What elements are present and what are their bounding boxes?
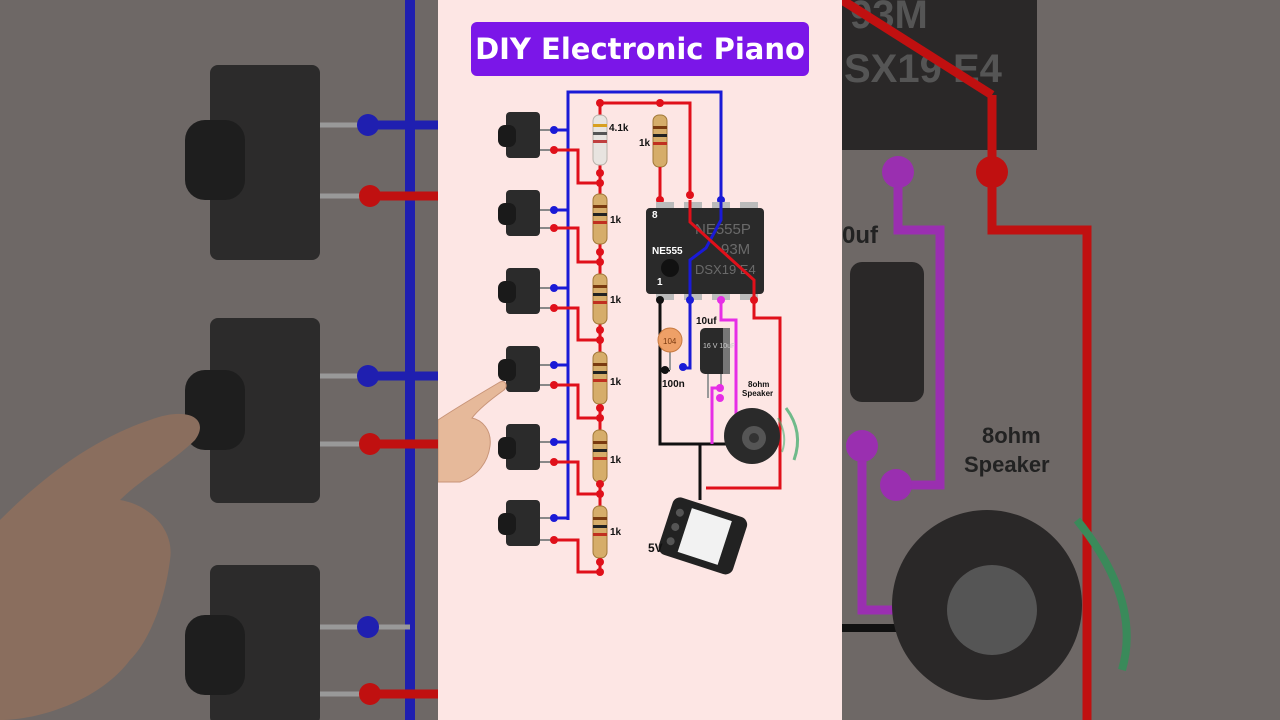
- wire-red-top-loop: [600, 101, 692, 195]
- ic-marking-line3: DSX19 E4: [695, 262, 756, 277]
- speaker: [724, 407, 800, 464]
- pushbutton-1[interactable]: [498, 112, 558, 158]
- bg-button-3: [185, 565, 438, 720]
- dot-red-ladder-9: [596, 480, 604, 488]
- bg-capacitor-label: 0uf: [842, 222, 879, 249]
- label-resistor-1k-top: 1k: [639, 138, 651, 149]
- label-resistor-1k-3: 1k: [610, 377, 622, 388]
- wire-black-gnd: [658, 300, 742, 446]
- dot-red-ladder-5: [596, 326, 604, 334]
- wire-red-ic-cross: [688, 200, 756, 300]
- bg-speaker-label-1: 8ohm: [982, 423, 1041, 448]
- resistor-1k-4: [592, 429, 608, 483]
- wire-red-button-6: [553, 538, 600, 574]
- pushbutton-2[interactable]: [498, 190, 558, 236]
- bg-capacitor-body: [850, 262, 924, 402]
- label-resistor-1k-5: 1k: [610, 527, 622, 538]
- resistor-4k1: [592, 114, 608, 166]
- wire-red-button-2: [553, 226, 600, 264]
- wire-magenta-out: [719, 300, 738, 440]
- bg-button-2: [185, 318, 438, 503]
- dot-red-ladder-12: [596, 568, 604, 576]
- pushbutton-3[interactable]: [498, 268, 558, 314]
- resistor-1k-1: [592, 193, 608, 245]
- dot-red-ladder-8: [596, 414, 604, 422]
- dot-red-ladder-1: [596, 169, 604, 177]
- bg-purple-dot-3: [880, 469, 912, 501]
- resistor-1k-3: [592, 351, 608, 405]
- speaker-label-line1: 8ohm: [748, 380, 769, 389]
- dot-red-top-mid: [656, 99, 664, 107]
- battery-label: 5V: [648, 541, 663, 555]
- electrolytic-cap-label: 10uf: [696, 316, 717, 327]
- circuit-diagram: 4.1k 1k 1k 1k 1k 1k 1k NE555P 93M DSX19 …: [438, 90, 800, 576]
- pushbutton-5[interactable]: [498, 424, 558, 470]
- dot-blue-cap: [679, 363, 687, 371]
- bg-hand: [0, 413, 200, 720]
- dot-red-ladder-2: [596, 179, 604, 187]
- pushbutton-6[interactable]: [498, 500, 558, 546]
- label-resistor-1k-4: 1k: [610, 455, 622, 466]
- wire-red-button-3: [553, 306, 600, 342]
- ceramic-cap-label: 100n: [662, 379, 685, 390]
- dot-red-ladder-11: [596, 558, 604, 566]
- background-left-zoom: [0, 0, 438, 720]
- bg-red-wire-diag: [842, 0, 995, 99]
- wire-red-button-1: [553, 148, 600, 185]
- dot-red-ladder-10: [596, 490, 604, 498]
- wire-blue-ic-cross: [688, 200, 723, 300]
- bg-purple-dot-2: [846, 430, 878, 462]
- bg-button-1: [185, 65, 438, 260]
- bg-red-dot: [976, 156, 1008, 188]
- bg-purple-dot: [882, 156, 914, 188]
- electrolytic-cap-marking: 16 V 10uF: [703, 343, 735, 350]
- resistor-1k-top: [652, 114, 668, 168]
- ic-pin1-label: 1: [657, 277, 663, 288]
- wire-magenta-speaker: [710, 386, 720, 444]
- bg-purple-wire-2: [857, 440, 902, 615]
- wire-red-button-4: [553, 383, 600, 420]
- battery-pack: [658, 497, 748, 575]
- bg-purple-wire: [893, 172, 945, 490]
- dot-magenta-speaker: [716, 394, 724, 402]
- pointing-hand: [438, 381, 507, 483]
- bg-speaker-label-2: Speaker: [964, 452, 1050, 477]
- background-left-art: [0, 0, 438, 720]
- ceramic-capacitor: [657, 327, 683, 370]
- dot-red-ladder-4: [596, 258, 604, 266]
- background-right-art: 93M SX19 E4 0uf 8ohm Speaker: [842, 0, 1131, 720]
- title-badge: DIY Electronic Piano: [471, 22, 809, 76]
- ic-marking-line2: 93M: [721, 241, 750, 258]
- dot-red-ladder-6: [596, 336, 604, 344]
- ic-pin8-label: 8: [652, 210, 658, 221]
- ic-marking-line1: NE555P: [695, 221, 751, 238]
- diagram-panel: DIY Electronic Piano: [438, 0, 842, 720]
- label-resistor-4k1: 4.1k: [609, 123, 629, 134]
- bg-speaker-cone: [947, 565, 1037, 655]
- label-resistor-1k-1: 1k: [610, 215, 622, 226]
- wire-blue-cap: [683, 300, 692, 370]
- page-title: DIY Electronic Piano: [475, 32, 805, 66]
- resistor-1k-5: [592, 505, 608, 559]
- wire-red-button-5: [553, 460, 600, 496]
- ceramic-cap-code: 104: [663, 337, 677, 346]
- dot-red-ladder-7: [596, 404, 604, 412]
- dot-black-cap: [661, 366, 669, 374]
- resistor-1k-2: [592, 273, 608, 325]
- dot-red-ladder-3: [596, 248, 604, 256]
- speaker-label-line2: Speaker: [742, 389, 773, 398]
- wire-red-vcc: [706, 300, 782, 490]
- pushbutton-4[interactable]: [498, 346, 558, 392]
- ic-label: NE555: [652, 246, 683, 257]
- dot-red-pin7: [686, 191, 694, 199]
- bg-sound-wave: [1073, 517, 1131, 672]
- label-resistor-1k-2: 1k: [610, 295, 622, 306]
- background-right-zoom: 93M SX19 E4 0uf 8ohm Speaker: [842, 0, 1280, 720]
